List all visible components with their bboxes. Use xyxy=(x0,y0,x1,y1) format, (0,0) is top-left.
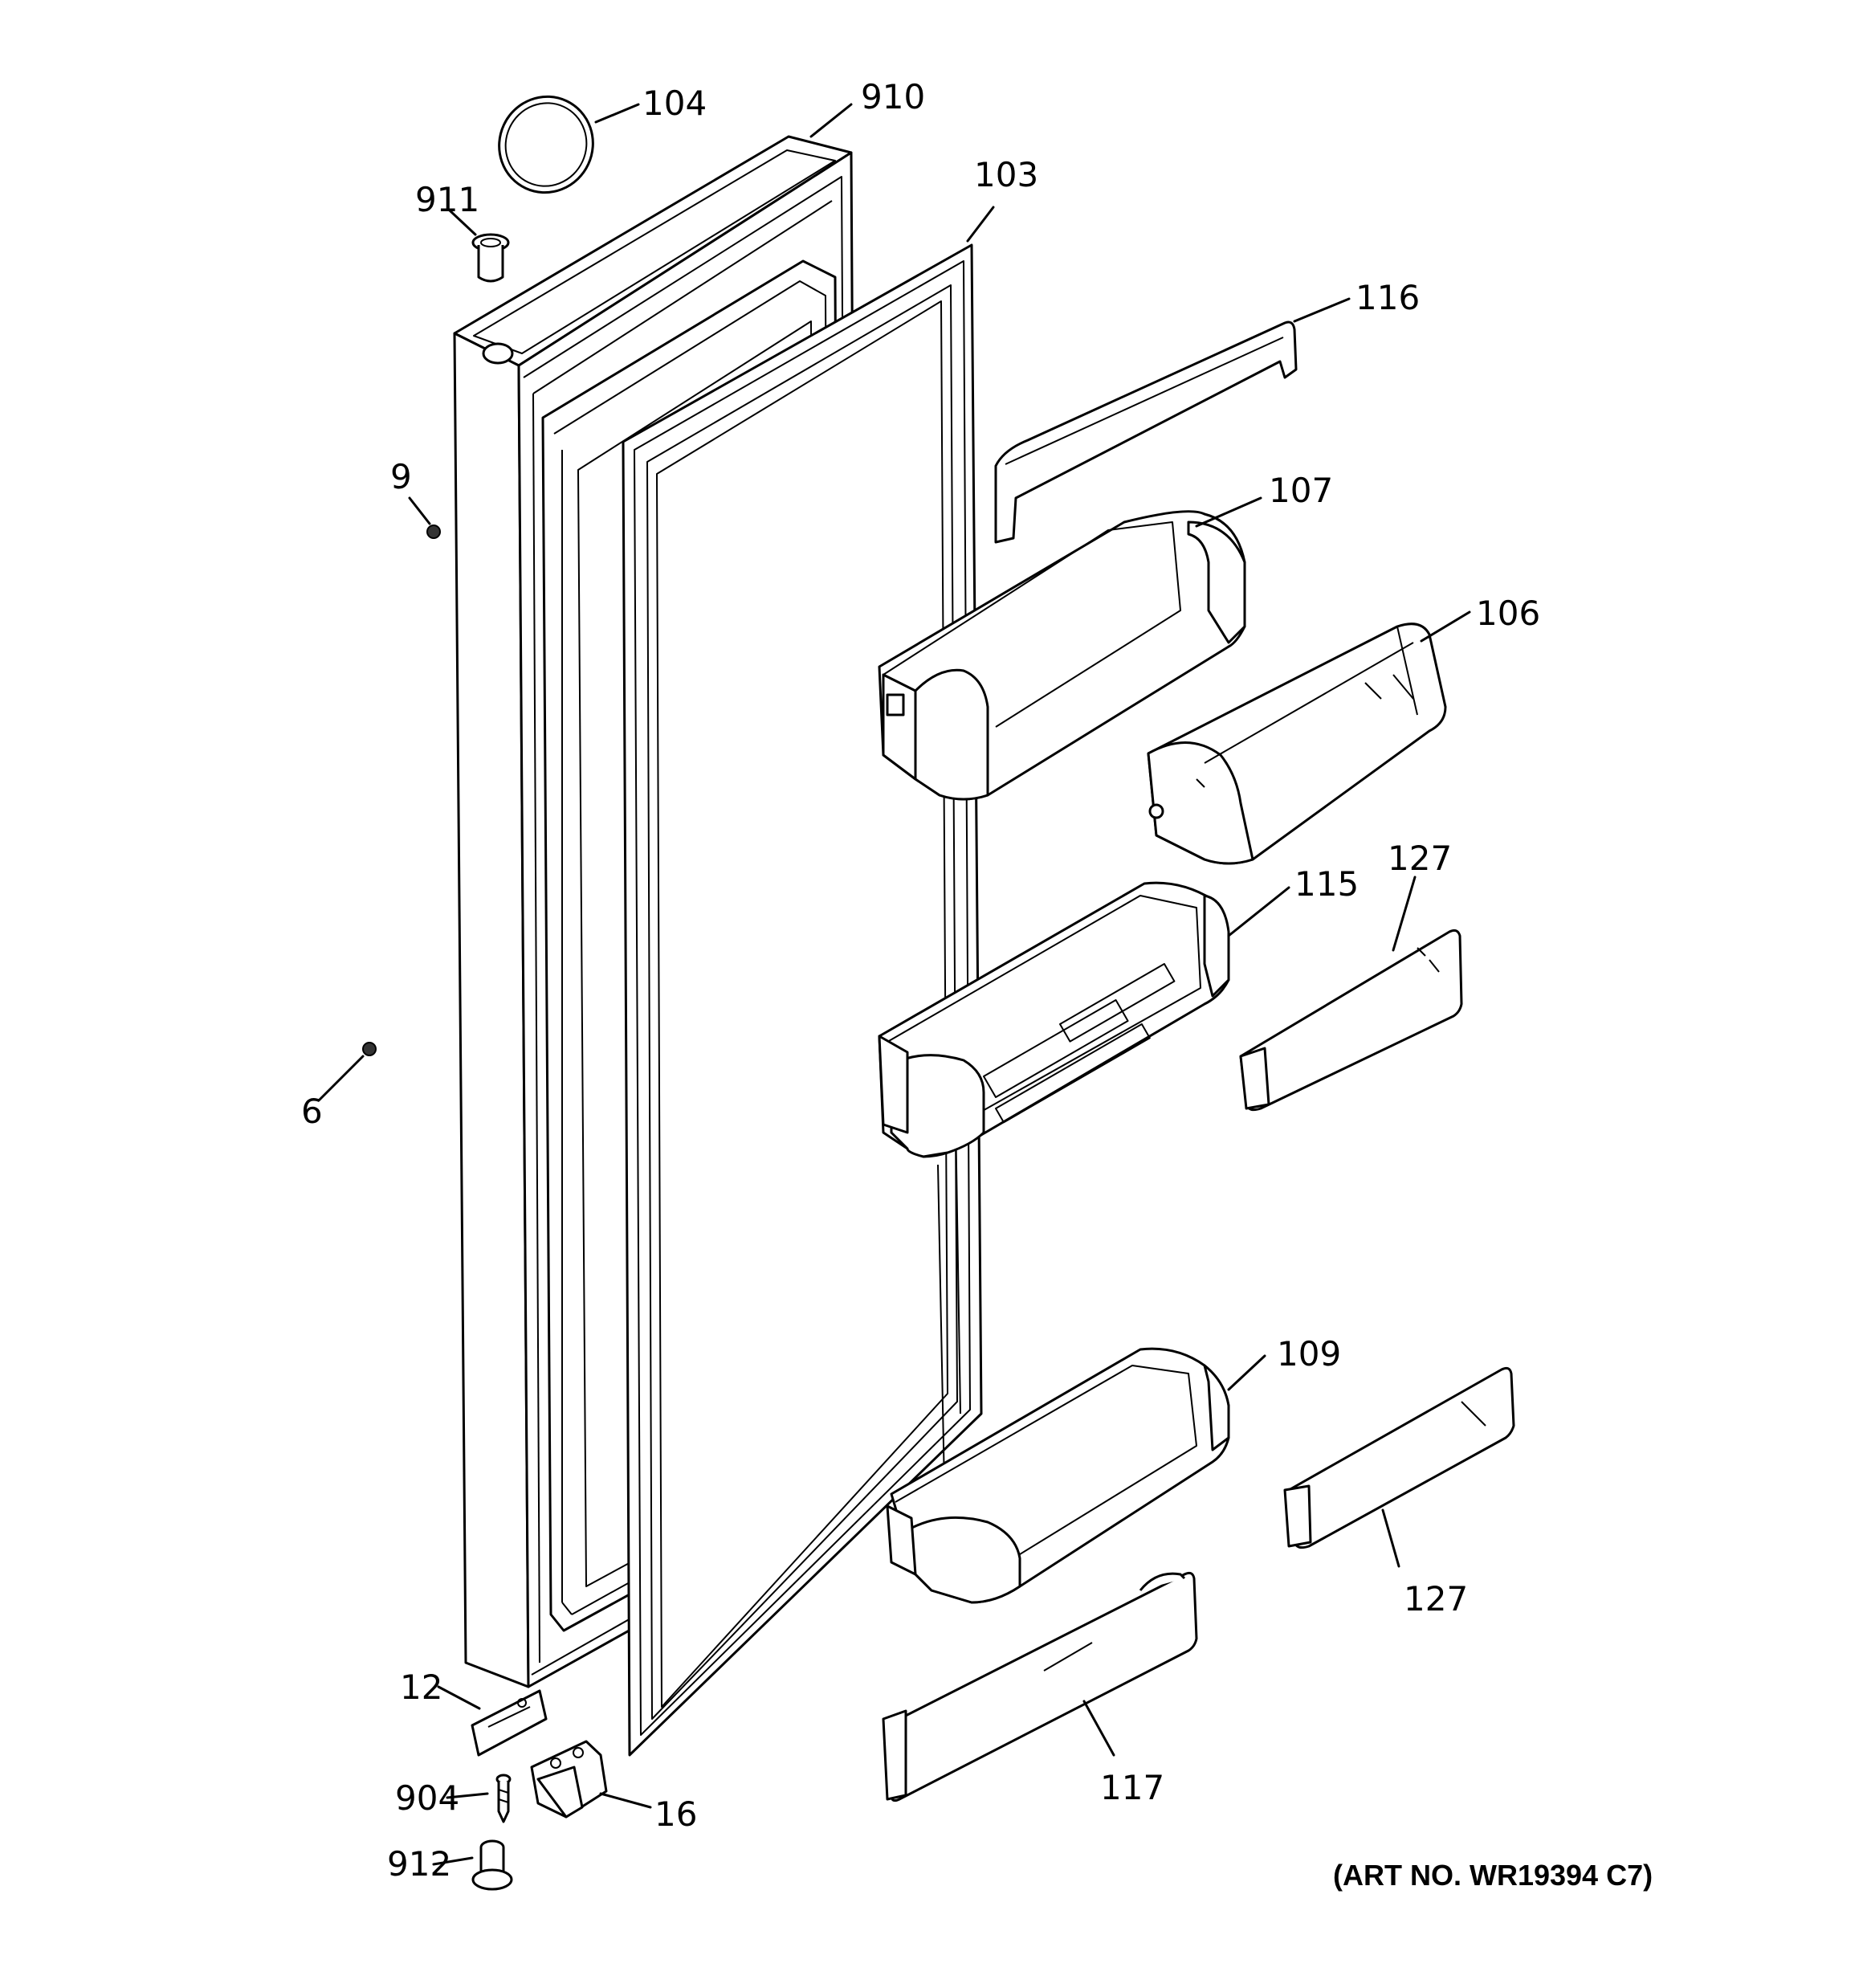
shelf-front-127-upper xyxy=(1239,929,1463,1112)
door-bin-115 xyxy=(878,881,1230,1158)
leader-lines xyxy=(317,103,1471,1866)
bushing-912 xyxy=(471,1839,513,1891)
shelf-front-127-lower xyxy=(1283,1366,1515,1549)
art-number: (ART NO. WR19394 C7) xyxy=(1333,1859,1653,1892)
callout-904: 904 xyxy=(395,1778,459,1818)
callout-109: 109 xyxy=(1277,1334,1341,1374)
callout-127-upper: 127 xyxy=(1388,839,1452,878)
callout-116: 116 xyxy=(1355,278,1420,317)
callout-115: 115 xyxy=(1294,864,1359,904)
callout-912: 912 xyxy=(387,1844,451,1884)
trim-bar-116 xyxy=(994,320,1298,544)
bushing-911 xyxy=(471,233,510,283)
callout-910: 910 xyxy=(861,77,925,116)
o-ring-104 xyxy=(498,95,594,194)
screw-9 xyxy=(426,525,441,539)
screw-6 xyxy=(362,1042,377,1056)
shelf-front-117 xyxy=(882,1571,1198,1802)
callout-117: 117 xyxy=(1100,1768,1164,1807)
callout-6: 6 xyxy=(301,1092,323,1131)
door-bin-107 xyxy=(878,510,1246,801)
callout-labels: 104 910 911 103 116 9 107 106 115 127 6 … xyxy=(301,77,1540,1884)
callout-16: 16 xyxy=(654,1794,697,1834)
callout-12: 12 xyxy=(400,1668,442,1707)
callout-911: 911 xyxy=(415,180,479,219)
door-bin-109 xyxy=(886,1347,1230,1604)
door-bin-106 xyxy=(1147,623,1447,865)
callout-103: 103 xyxy=(974,155,1038,194)
screw-904 xyxy=(495,1774,512,1823)
hinge-shim-12 xyxy=(471,1689,548,1757)
callout-9: 9 xyxy=(390,457,412,496)
callout-106: 106 xyxy=(1476,594,1540,633)
hinge-bracket-16 xyxy=(530,1740,608,1819)
callout-107: 107 xyxy=(1269,471,1333,510)
callout-127-lower: 127 xyxy=(1404,1579,1468,1619)
callout-104: 104 xyxy=(642,84,707,123)
